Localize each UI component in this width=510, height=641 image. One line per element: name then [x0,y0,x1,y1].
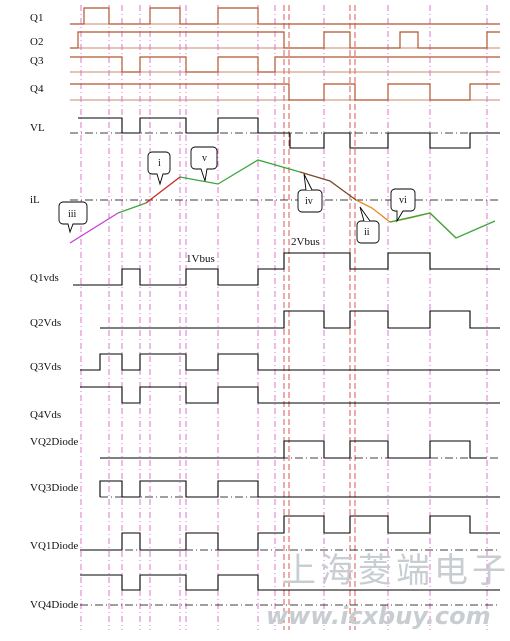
il-segment-fall [299,171,357,201]
callout-iv-text: iv [305,196,313,207]
q3vds-waveform [80,353,500,371]
vq2diode-waveform [100,440,487,459]
callout-iii: iii [58,201,88,234]
callout-v: v [190,146,218,182]
il-segment-rise-1 [69,212,119,244]
vq3diode-trace [99,480,500,498]
o2-waveform [70,31,500,49]
callout-iv: iv [297,173,323,213]
label-il: iL [30,194,40,206]
callout-vi-text: vi [399,195,407,206]
vq1diode-waveform [80,515,500,551]
vq1diode-trace [80,515,500,551]
label-vq1diode: VQ1Diode [30,540,78,552]
vq2diode-trace [100,440,500,459]
q4vds-waveform [80,386,500,404]
label-q1: Q1 [30,12,43,24]
callout-i-text: i [158,158,161,169]
il-trace [69,159,500,244]
label-q4vds: Q4Vds [30,409,61,421]
il-segment-rise-3 [145,176,181,204]
q3-waveform [70,56,500,73]
q2vds-waveform [100,310,500,329]
label-q3: Q3 [30,55,44,67]
il-segment-recover [389,212,496,239]
callout-vi: vi [390,188,416,223]
label-vq3diode: VQ3Diode [30,482,78,494]
callout-ii: ii [356,206,380,244]
vq4diode-waveform [80,574,500,591]
callout-i: i [147,151,171,186]
signal-labels: Q1 O2 Q3 Q4 VL iL Q1vds Q2Vds Q3Vds Q4Vd… [30,12,78,611]
watermark: 上海菱端电子 www.icxbuy.com [266,551,510,630]
q1-waveform [70,7,500,25]
watermark-url: www.icxbuy.com [266,602,491,630]
callout-iii-text: iii [68,209,77,220]
vl-trace [70,117,500,149]
label-q4: Q4 [30,83,44,95]
vq4diode-trace [80,574,500,606]
watermark-chinese: 上海菱端电子 [282,551,510,591]
q4-waveform [70,83,500,101]
label-vq4diode: VQ4Diode [30,599,78,611]
gate-signals [70,7,500,101]
label-vl: VL [30,122,45,134]
label-q3vds: Q3Vds [30,361,61,373]
label-q2vds: Q2Vds [30,317,61,329]
label-1vbus: 1Vbus [186,253,215,265]
label-vq2diode: VQ2Diode [30,436,78,448]
callout-v-text: v [202,153,207,164]
il-segment-flat [179,159,301,185]
vq3diode-waveform [99,480,500,498]
q1vds-waveform [73,252,500,286]
label-q1vds: Q1vds [30,272,59,284]
callout-ii-text: ii [364,227,370,238]
label-o2: O2 [30,36,43,48]
label-2vbus: 2Vbus [291,236,320,248]
vl-waveform [78,117,500,149]
il-segment-rise-2 [117,202,147,214]
